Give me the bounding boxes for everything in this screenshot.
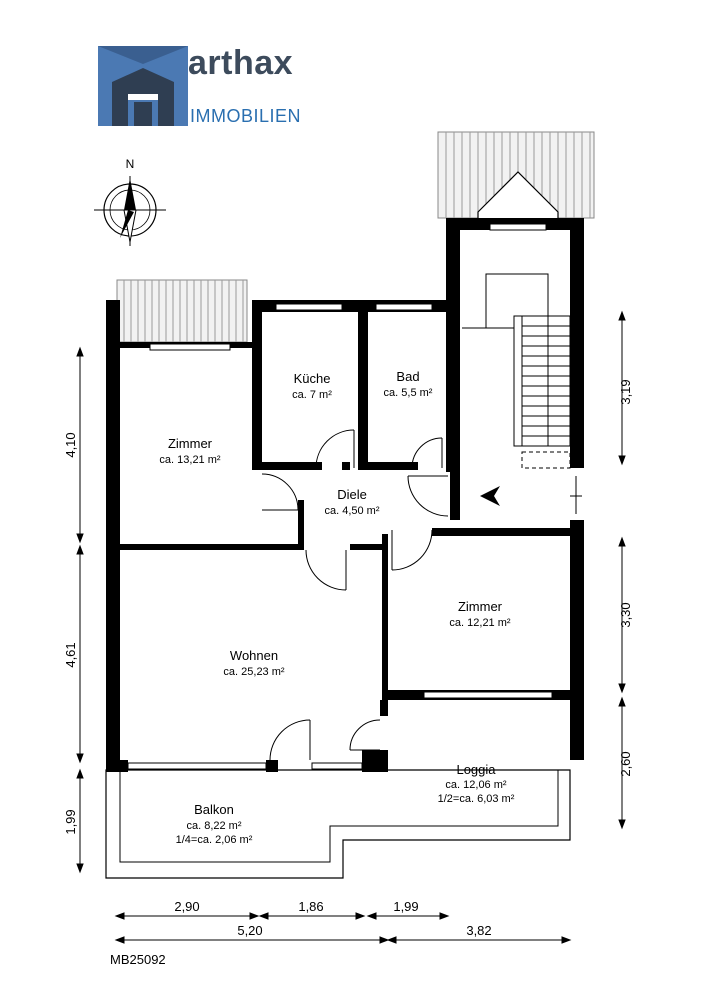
room-area: ca. 13,21 m² xyxy=(159,454,220,466)
room-area: ca. 8,22 m² xyxy=(186,820,241,832)
dim-label: 3,82 xyxy=(466,923,491,938)
room-note: 1/4=ca. 2,06 m² xyxy=(176,834,253,846)
room-name: Zimmer xyxy=(458,599,503,614)
room-name: Bad xyxy=(396,369,419,384)
windows xyxy=(127,223,553,770)
room-area: ca. 7 m² xyxy=(292,389,332,401)
dim-label: 3,19 xyxy=(618,379,633,404)
entrance-arrow-icon xyxy=(480,486,500,506)
room-name: Balkon xyxy=(194,802,234,817)
room-name: Wohnen xyxy=(230,648,278,663)
logo-mark-icon xyxy=(98,46,188,126)
balcony-outline xyxy=(105,769,571,879)
room-name: Diele xyxy=(337,487,367,502)
window-railing-left xyxy=(116,279,248,343)
room-area: ca. 12,21 m² xyxy=(449,617,510,629)
doors xyxy=(261,429,449,761)
plan-reference: MB25092 xyxy=(110,952,166,967)
dimensions-bottom xyxy=(114,912,572,944)
room-area: ca. 12,06 m² xyxy=(445,779,506,791)
dim-label: 2,60 xyxy=(618,751,633,776)
dim-label: 3,30 xyxy=(618,602,633,627)
company-logo: arthax IMMOBILIEN xyxy=(98,40,313,130)
logo-subtitle: IMMOBILIEN xyxy=(190,106,302,126)
compass-north-label: N xyxy=(126,157,135,171)
dimensions-left xyxy=(76,346,84,874)
compass-icon: N xyxy=(94,157,166,246)
logo-name: arthax xyxy=(188,44,294,82)
dimensions-right xyxy=(618,310,626,830)
dim-label: 1,99 xyxy=(393,899,418,914)
room-area: ca. 5,5 m² xyxy=(384,387,433,399)
room-area: ca. 4,50 m² xyxy=(324,505,379,517)
room-name: Zimmer xyxy=(168,436,213,451)
dim-label: 1,99 xyxy=(63,809,78,834)
room-name: Küche xyxy=(294,371,331,386)
room-name: Loggia xyxy=(456,762,496,777)
dim-label: 4,61 xyxy=(63,642,78,667)
staircase xyxy=(462,273,571,469)
room-area: ca. 25,23 m² xyxy=(223,666,284,678)
window-railing-right xyxy=(437,131,595,223)
room-note: 1/2=ca. 6,03 m² xyxy=(438,793,515,805)
dim-label: 2,90 xyxy=(174,899,199,914)
dim-label: 5,20 xyxy=(237,923,262,938)
dim-label: 1,86 xyxy=(298,899,323,914)
dim-label: 4,10 xyxy=(63,432,78,457)
